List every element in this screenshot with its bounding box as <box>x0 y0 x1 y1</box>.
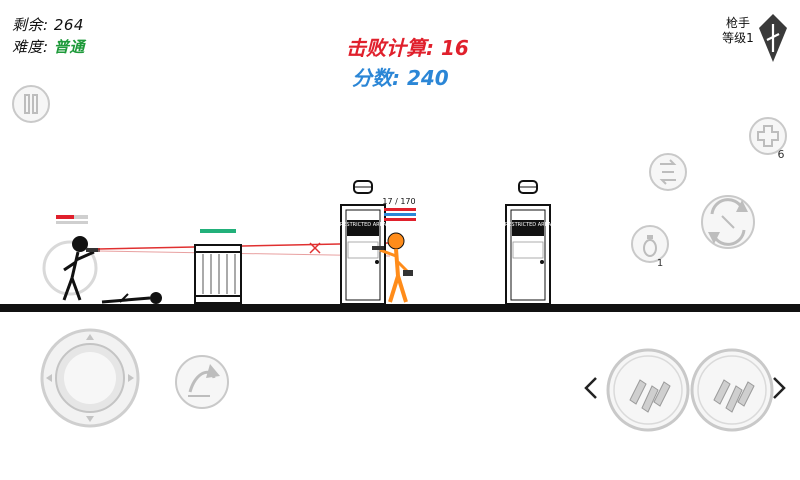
score-label: 分数: <box>352 66 400 90</box>
difficulty-indicator: 难度: 普通 <box>12 36 85 57</box>
reload-icon <box>708 198 748 246</box>
jump-icon <box>188 364 220 397</box>
medkit-plus-icon <box>757 125 779 147</box>
kills-label: 击败计算: <box>346 36 434 60</box>
medkit-count: 6 <box>778 148 785 161</box>
difficulty-label: 难度: <box>12 38 49 56</box>
restricted-door-2 <box>505 180 551 305</box>
kills-value: 16 <box>440 36 469 60</box>
fire-button-primary[interactable] <box>606 348 690 432</box>
rank-label: 枪手 等级1 <box>718 16 758 46</box>
medkit-button[interactable] <box>749 117 787 155</box>
remaining-counter: 剩余: 264 <box>12 14 84 35</box>
weapon-next-button[interactable] <box>773 377 786 399</box>
grenade-button[interactable] <box>631 225 669 263</box>
restricted-door-1 <box>340 180 386 305</box>
bullets-icon <box>713 379 755 413</box>
door-2-sign: RESTRICTED AREA <box>505 222 552 228</box>
bullets-icon <box>629 379 671 413</box>
rank-badge-icon <box>759 14 787 62</box>
rank-level: 等级1 <box>722 31 754 45</box>
reload-button[interactable] <box>701 195 755 249</box>
remaining-label: 剩余: <box>12 16 49 34</box>
player-character <box>42 215 100 301</box>
fire-button-secondary[interactable] <box>690 348 774 432</box>
fallen-enemy <box>101 292 162 304</box>
grenade-count: 1 <box>657 258 663 269</box>
remaining-value: 264 <box>53 16 84 34</box>
kill-counter: 击败计算: 16 <box>346 32 469 61</box>
grenade-icon <box>643 235 657 257</box>
jump-button[interactable] <box>175 355 229 409</box>
weapon-prev-button[interactable] <box>584 377 597 399</box>
movement-joystick[interactable] <box>40 328 140 428</box>
chevron-left-icon <box>584 377 597 399</box>
score-counter: 分数: 240 <box>352 62 449 91</box>
swap-weapon-icon <box>659 159 677 185</box>
wooden-crate <box>194 229 242 304</box>
ground-platform <box>0 304 800 312</box>
score-value: 240 <box>406 66 449 90</box>
enemy-character: 17 / 170 <box>372 197 416 303</box>
difficulty-value: 普通 <box>53 38 85 56</box>
chevron-right-icon <box>773 377 786 399</box>
door-1-sign: RESTRICTED AREA <box>340 222 387 228</box>
enemy-health-readout: 17 / 170 <box>382 197 415 206</box>
rank-title: 枪手 <box>725 16 750 30</box>
pause-icon <box>24 94 38 114</box>
swap-weapon-button[interactable] <box>649 153 687 191</box>
pause-button[interactable] <box>12 85 50 123</box>
